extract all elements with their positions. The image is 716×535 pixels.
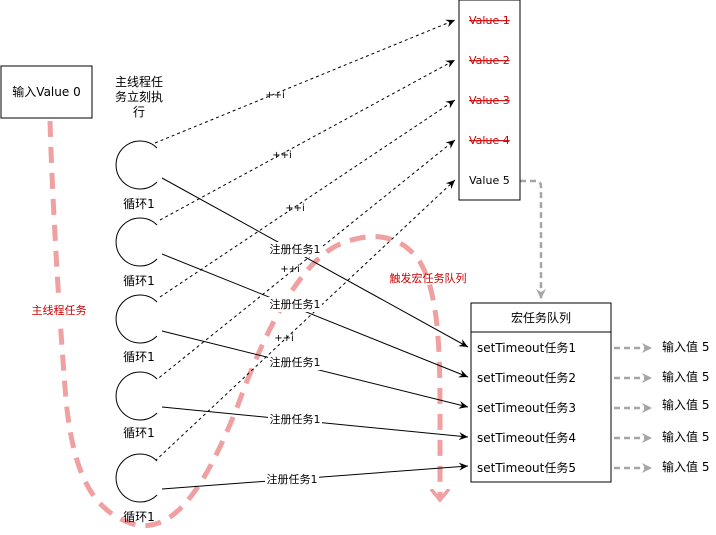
value-item-struck: Value 4	[469, 134, 510, 147]
register-lines	[161, 177, 469, 490]
settimeout-task: setTimeout任务3	[477, 400, 576, 415]
trigger-macro-label: 触发宏任务队列	[390, 271, 467, 285]
loop-circle	[115, 371, 158, 421]
input-value-box	[0, 65, 93, 119]
register-label: 注册任务1	[270, 412, 321, 426]
increment-lines	[149, 19, 456, 462]
settimeout-task: setTimeout任务1	[477, 340, 576, 355]
loop-label: 循环1	[123, 197, 155, 211]
output-label: 输入值 5	[662, 429, 709, 444]
register-label: 注册任务1	[267, 472, 318, 486]
register-label-bg	[268, 412, 322, 427]
register-label-bg	[268, 355, 322, 370]
increment-label: ++i	[265, 90, 285, 101]
output-arrows	[614, 343, 652, 473]
value-item-current: Value 5	[469, 174, 510, 187]
loop-circle	[115, 140, 158, 190]
value-item-struck: Value 1	[469, 14, 510, 27]
value-item-struck: Value 3	[469, 94, 510, 107]
register-label-bg	[268, 242, 322, 257]
main-thread-note-line2: 务立刻执	[115, 89, 163, 104]
main-thread-label-bg	[26, 301, 92, 319]
increment-label: ++i	[272, 150, 292, 161]
main-thread-curve	[47, 120, 440, 528]
value-item-struck: Value 2	[469, 54, 510, 67]
register-label: 注册任务1	[270, 242, 321, 256]
settimeout-task: setTimeout任务4	[477, 430, 576, 445]
output-label: 输入值 5	[662, 339, 709, 354]
main-thread-label: 主线程任务	[32, 303, 87, 317]
register-label: 注册任务1	[270, 355, 321, 369]
loop-label: 循环1	[123, 274, 155, 288]
increment-label: ++i	[274, 333, 294, 344]
value5-to-queue-arrow	[520, 179, 546, 299]
output-label: 输入值 5	[662, 459, 709, 474]
loop-circle	[115, 217, 158, 267]
input-value-label: 输入Value 0	[12, 84, 80, 99]
output-label: 输入值 5	[662, 369, 709, 384]
register-label-bg	[268, 297, 322, 312]
loop-label: 循环1	[123, 510, 155, 524]
increment-label: ++i	[280, 264, 300, 275]
settimeout-task: setTimeout任务2	[477, 370, 576, 385]
macro-queue-box	[470, 302, 612, 483]
loop-circle	[115, 294, 158, 344]
loop-circle	[115, 453, 158, 503]
increment-label: ++i	[285, 203, 305, 214]
main-thread-note-line1: 主线程任	[115, 74, 163, 89]
register-label-bg	[265, 472, 319, 487]
register-label: 注册任务1	[270, 297, 321, 311]
output-label: 输入值 5	[662, 397, 709, 412]
loop-label: 循环1	[123, 350, 155, 364]
values-box	[458, 0, 521, 201]
loop-circles	[115, 140, 158, 503]
settimeout-task: setTimeout任务5	[477, 460, 576, 475]
macro-queue-title: 宏任务队列	[511, 310, 571, 325]
main-thread-note-line3: 行	[133, 105, 145, 119]
loop-label: 循环1	[123, 426, 155, 440]
